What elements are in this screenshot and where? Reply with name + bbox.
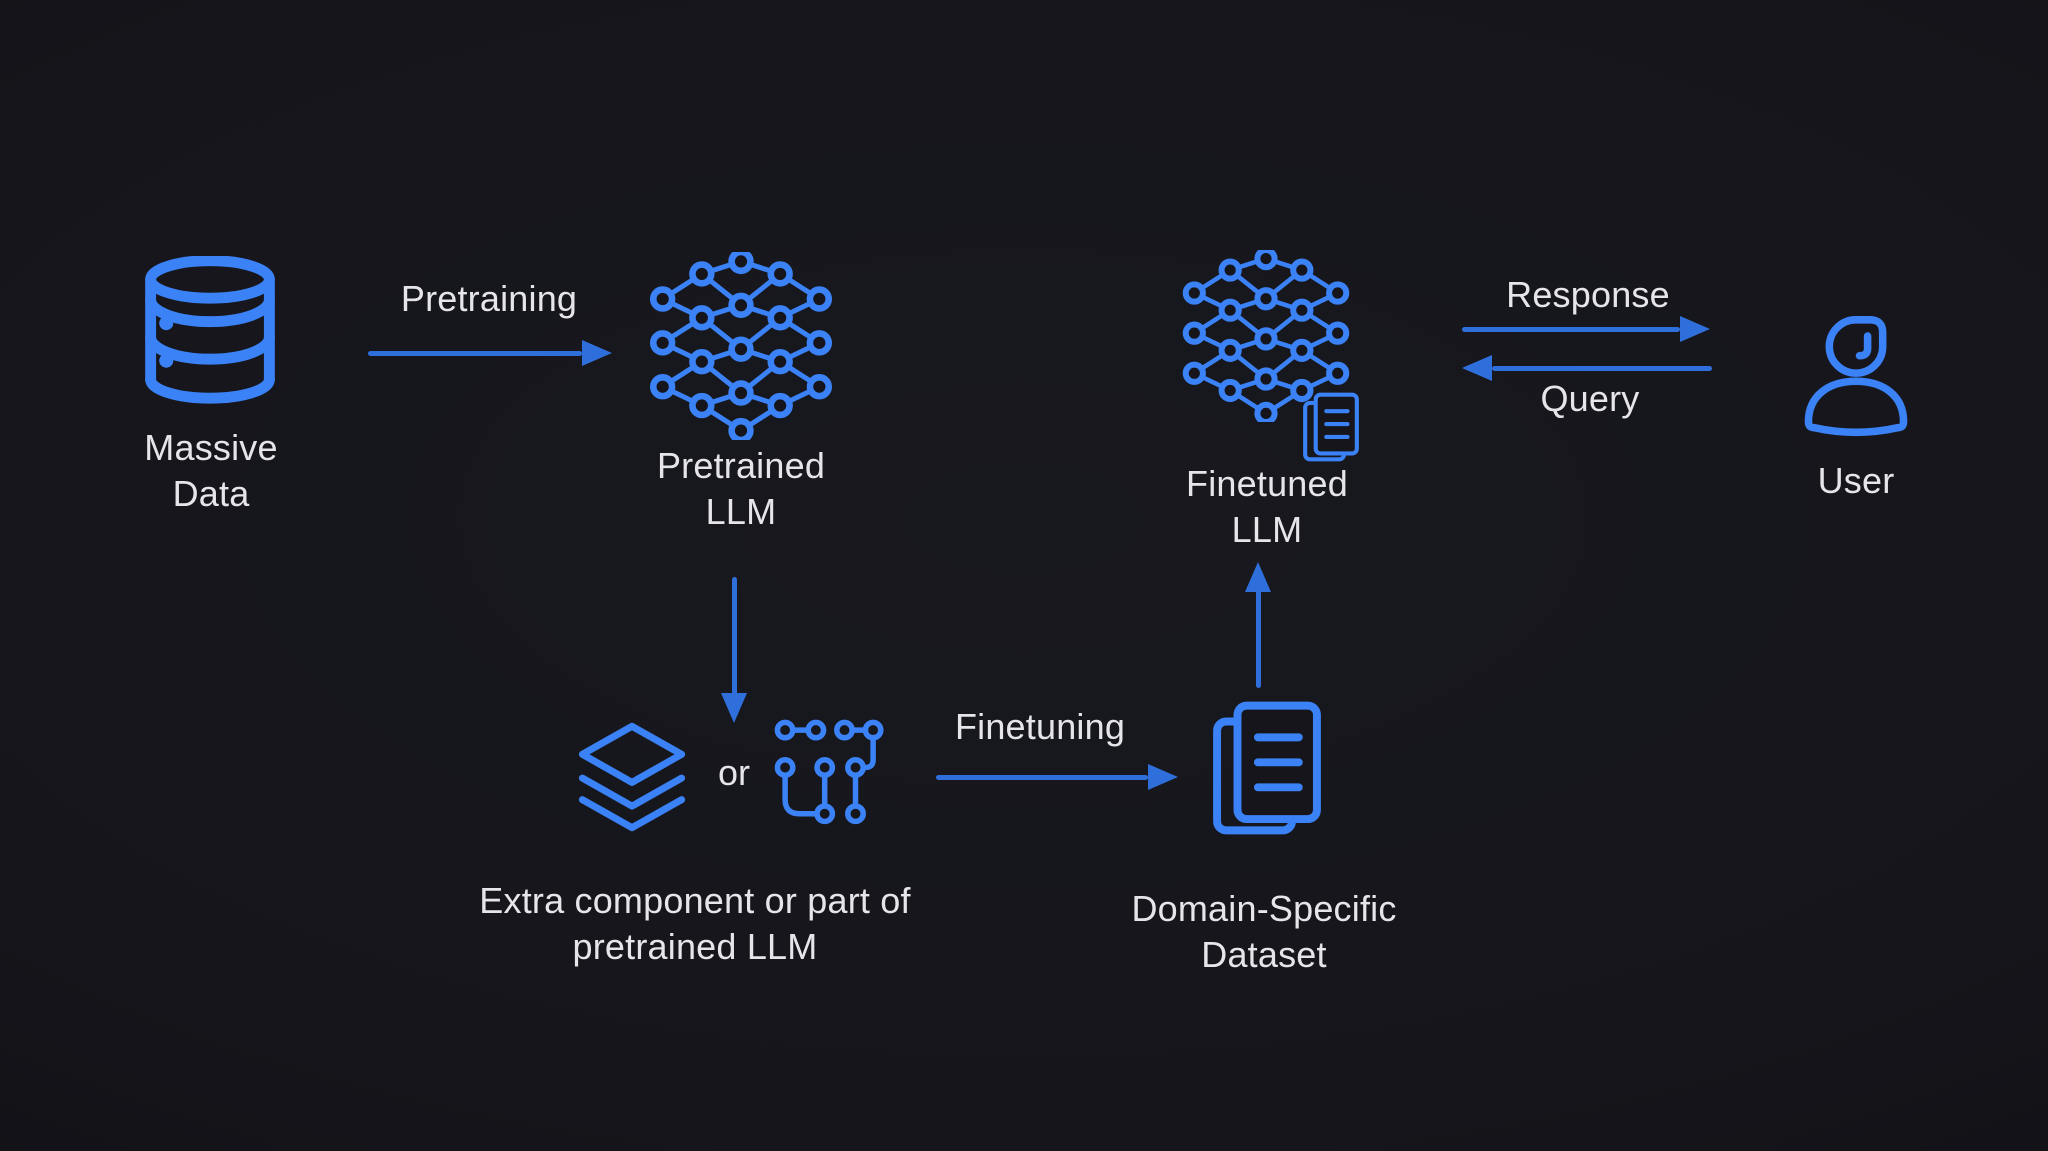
neural-network-icon [1182,250,1350,422]
adapt-arrowhead-icon [721,693,747,723]
train-arrow [1256,590,1261,688]
domain-dataset-label: Domain-Specific Dataset [1131,888,1397,975]
pretrained-llm-label: Pretrained LLM [656,445,826,532]
pretraining-arrowhead-icon [582,340,612,366]
pretraining-arrow [368,351,582,356]
finetuning-arrow [936,775,1148,780]
finetuning-label: Finetuning [954,706,1126,747]
circuit-icon [774,719,884,825]
response-arrow [1462,327,1680,332]
finetuned-llm-label: Finetuned LLM [1186,463,1348,550]
massive-data-label: Massive Data [144,427,278,514]
query-label: Query [1540,378,1640,419]
adapt-arrow [732,577,737,695]
response-label: Response [1506,274,1670,315]
layers-icon [578,722,686,832]
or-separator-label: or [717,752,751,793]
user-icon [1804,316,1908,437]
database-icon [145,256,275,404]
pretraining-label: Pretraining [400,278,578,319]
documents-icon [1208,694,1326,842]
document-icon [1300,390,1362,464]
neural-network-icon [649,252,833,440]
finetuning-arrowhead-icon [1148,764,1178,790]
train-arrowhead-icon [1245,562,1271,592]
query-arrowhead-icon [1462,355,1492,381]
query-arrow [1492,366,1712,371]
user-label: User [1817,460,1895,501]
extra-component-label: Extra component or part of pretrained LL… [479,880,911,967]
response-arrowhead-icon [1680,316,1710,342]
